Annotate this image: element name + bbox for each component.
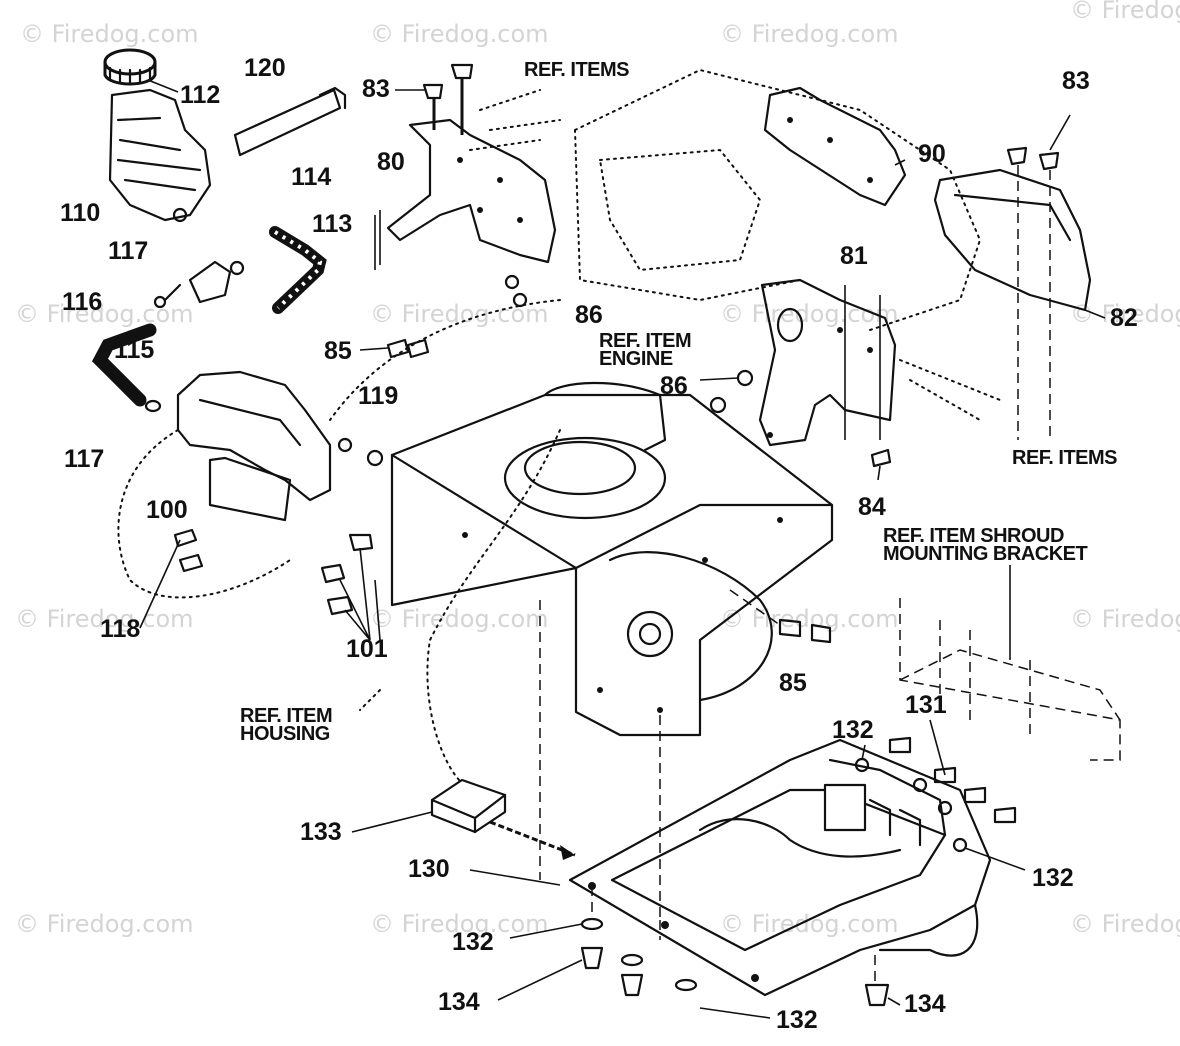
watermark-text: © Firedog.com bbox=[370, 910, 549, 938]
part-82-shroud bbox=[933, 165, 1106, 440]
part-84-clip bbox=[870, 448, 892, 481]
part-119-nut bbox=[366, 449, 384, 467]
part-131-132-hardware bbox=[854, 719, 1026, 871]
part-86-nuts bbox=[504, 274, 754, 414]
part-120-strap bbox=[233, 86, 347, 157]
part-number-p101: 101 bbox=[346, 635, 388, 663]
part-number-p114: 114 bbox=[291, 163, 331, 191]
part-80-bracket bbox=[374, 118, 557, 270]
part-110-fuel-tank bbox=[108, 88, 212, 223]
part-100-shroud bbox=[117, 370, 353, 599]
part-number-p115: 115 bbox=[114, 336, 154, 364]
part-number-p85a: 85 bbox=[324, 337, 352, 365]
part-101-screws bbox=[320, 533, 381, 641]
shroud-bracket-ref bbox=[899, 565, 1121, 761]
watermark-text: © Firedog.com bbox=[370, 605, 549, 633]
ref-label-ref_items_top: REF. ITEMS bbox=[524, 59, 629, 81]
part-number-p134a: 134 bbox=[438, 988, 480, 1016]
part-number-p132b: 132 bbox=[1032, 864, 1074, 892]
watermark-text: © Firedog.com bbox=[370, 20, 549, 48]
part-83-screws-right bbox=[1006, 114, 1071, 171]
part-112-fuel-cap bbox=[103, 48, 157, 86]
watermark-text: © Firedog.com bbox=[15, 300, 194, 328]
part-number-p117b: 117 bbox=[64, 445, 104, 473]
part-number-p132c: 132 bbox=[452, 928, 494, 956]
part-number-p116: 116 bbox=[62, 288, 102, 316]
watermark-text: © Firedog.com bbox=[720, 20, 899, 48]
watermark-text: © Firedog.com bbox=[1070, 300, 1180, 328]
part-number-p90: 90 bbox=[918, 140, 946, 168]
ref-label-ref_item_engine: REF. ITEM bbox=[599, 330, 691, 352]
part-number-p119: 119 bbox=[358, 382, 398, 410]
ref-label-ref_item_housing: HOUSING bbox=[240, 723, 330, 745]
part-number-p120: 120 bbox=[244, 54, 286, 82]
watermark-text: © Firedog.com bbox=[370, 300, 549, 328]
part-number-p118: 118 bbox=[100, 615, 140, 643]
part-117-valve bbox=[153, 260, 245, 309]
part-number-p117a: 117 bbox=[108, 237, 148, 265]
watermark-text: © Firedog.com bbox=[1070, 605, 1180, 633]
part-number-p84: 84 bbox=[858, 493, 886, 521]
watermark-text: © Firedog.com bbox=[720, 605, 899, 633]
watermark-text: © Firedog.com bbox=[1070, 910, 1180, 938]
engine-housing bbox=[390, 381, 834, 920]
part-number-p131: 131 bbox=[905, 691, 947, 719]
part-number-p86a: 86 bbox=[575, 301, 603, 329]
part-85-bolts-lower bbox=[729, 589, 832, 644]
part-number-p134b: 134 bbox=[904, 990, 946, 1018]
part-number-p110: 110 bbox=[60, 199, 100, 227]
part-number-p133: 133 bbox=[300, 818, 342, 846]
ref-label-ref_item_shroud: REF. ITEM SHROUD bbox=[883, 525, 1064, 547]
part-90-bracket bbox=[763, 86, 907, 207]
part-number-p112: 112 bbox=[180, 81, 220, 109]
part-number-p113: 113 bbox=[312, 210, 352, 238]
part-number-p85b: 85 bbox=[779, 669, 807, 697]
ref-label-ref_item_shroud: MOUNTING BRACKET bbox=[883, 543, 1087, 565]
part-81-bracket bbox=[758, 278, 897, 447]
ref-label-ref_item_housing: REF. ITEM bbox=[240, 705, 332, 727]
watermark-text: © Firedog.com bbox=[15, 605, 194, 633]
watermark-text: © Firedog.com bbox=[1070, 0, 1180, 24]
leader-lines bbox=[147, 79, 906, 711]
part-83-screws-left bbox=[395, 63, 474, 135]
part-number-p80: 80 bbox=[377, 148, 405, 176]
part-number-p82: 82 bbox=[1110, 304, 1138, 332]
part-133-pad bbox=[430, 778, 576, 860]
part-number-p86b: 86 bbox=[660, 372, 688, 400]
part-132-134-lower-hardware bbox=[351, 811, 901, 1019]
watermark-text: © Firedog.com bbox=[720, 300, 899, 328]
part-number-p132d: 132 bbox=[776, 1006, 818, 1034]
part-118-bolts bbox=[139, 528, 204, 629]
watermark-text: © Firedog.com bbox=[15, 910, 194, 938]
part-85-bolts-upper bbox=[359, 338, 430, 359]
base-pan bbox=[568, 738, 992, 997]
ref-label-ref_items_right: REF. ITEMS bbox=[1012, 447, 1117, 469]
part-113-fuel-line bbox=[269, 226, 327, 314]
part-number-p132a: 132 bbox=[832, 716, 874, 744]
part-number-labels: 120 112 83 83 110 114 80 90 113 117 81 116 86 82 115 85… bbox=[60, 54, 1138, 1034]
part-number-p100: 100 bbox=[146, 496, 188, 524]
watermark-text: © Firedog.com bbox=[720, 910, 899, 938]
part-number-p83a: 83 bbox=[362, 75, 390, 103]
watermark-layer: © Firedog.com © Firedog.com © Firedog.com ©… bbox=[15, 0, 1180, 938]
part-115-hose bbox=[91, 323, 162, 413]
watermark-text: © Firedog.com bbox=[20, 20, 199, 48]
part-number-p130: 130 bbox=[408, 855, 450, 883]
part-number-p83b: 83 bbox=[1062, 67, 1090, 95]
ref-label-ref_item_engine: ENGINE bbox=[599, 348, 673, 370]
part-number-p81: 81 bbox=[840, 242, 868, 270]
